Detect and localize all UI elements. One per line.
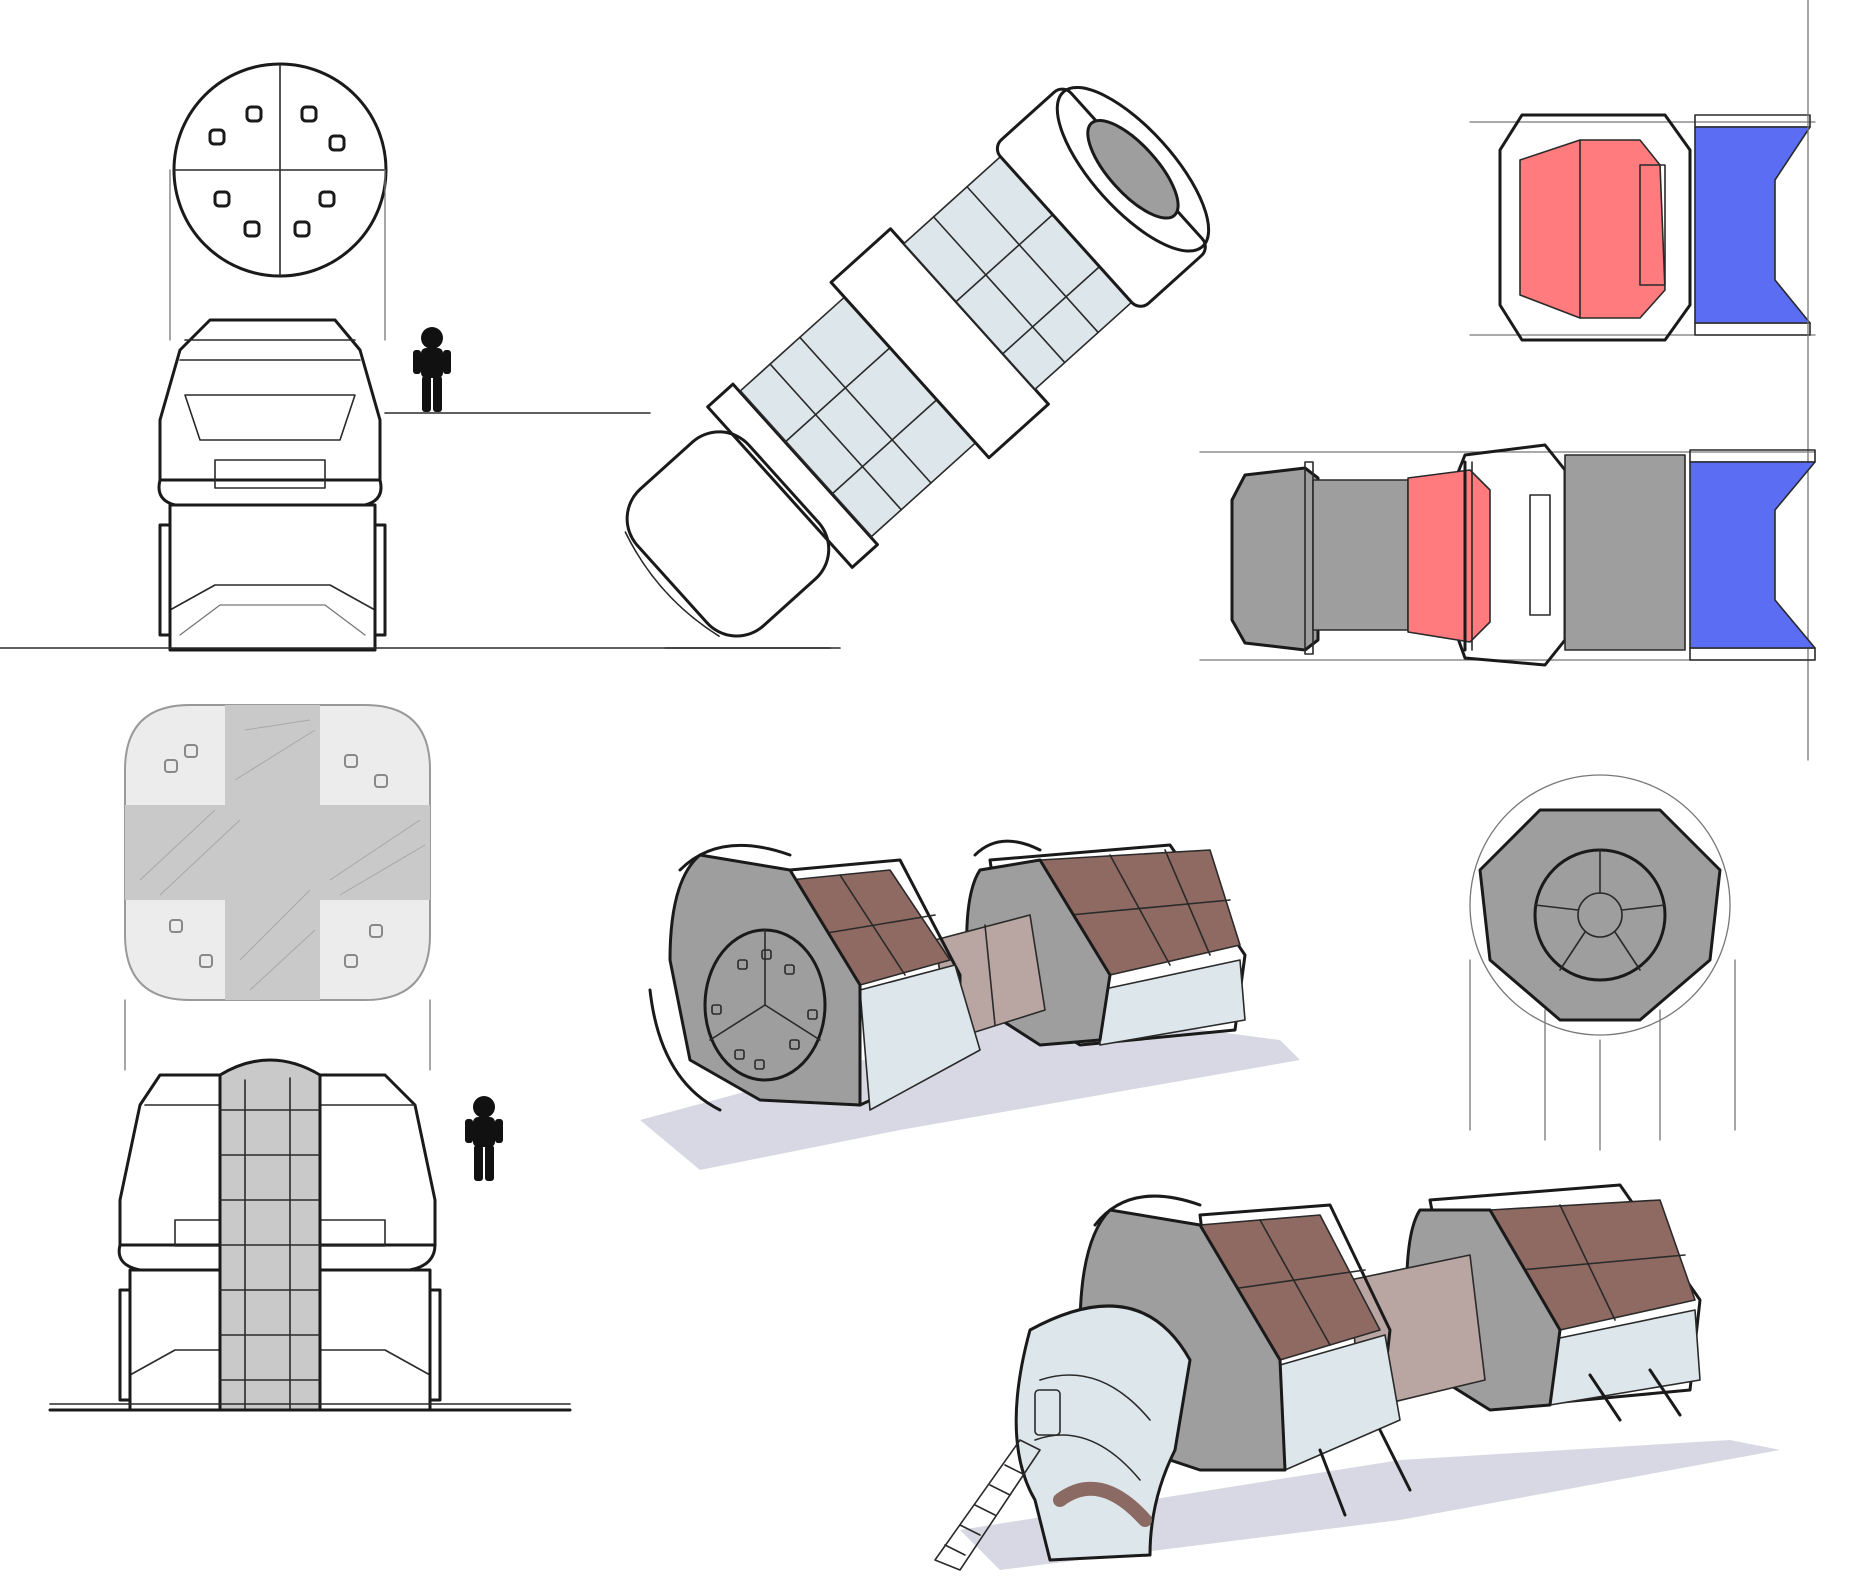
module-front-elevation xyxy=(157,318,387,652)
cylinder-glass-section-1 xyxy=(739,296,977,538)
perspective-modules-with-airlock xyxy=(934,1183,1780,1571)
circular-hatch-plan xyxy=(172,62,388,278)
cylinder-glass-section-2 xyxy=(903,155,1133,391)
isometric-cylinder-module xyxy=(624,85,1211,638)
perspective-twin-modules xyxy=(640,839,1300,1170)
top-plan-long xyxy=(1199,443,1816,667)
end-view-round-hatch xyxy=(1469,774,1736,1151)
top-plan-short xyxy=(1469,113,1816,342)
astronaut-scale-figure-1 xyxy=(413,327,451,412)
astronaut-scale-figure-2 xyxy=(465,1096,503,1181)
airlock-tunnel xyxy=(1014,1304,1192,1562)
front-elevation-view-1 xyxy=(0,62,831,652)
front-elevation-view-2 xyxy=(48,1058,572,1412)
cylinder-aft-section xyxy=(624,430,831,638)
hatch-plan-cross xyxy=(124,704,431,1071)
cylinder-end-cap xyxy=(995,85,1211,308)
ladder-panel xyxy=(218,1058,322,1412)
access-stairs xyxy=(934,1439,1041,1571)
cylinder-ring-1 xyxy=(706,382,879,569)
module-left xyxy=(648,843,981,1112)
landing-legs xyxy=(1318,1368,1682,1517)
